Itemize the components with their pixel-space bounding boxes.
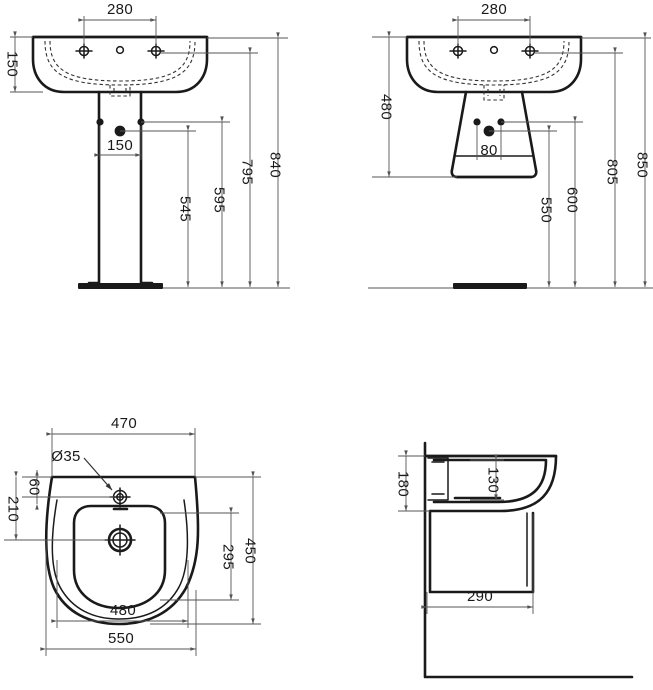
basin-side-profile-outer [423,454,558,513]
dimlabel-840: 840 [267,152,284,178]
dimlabel-470: 470 [111,415,137,432]
view-plan: 470 Ø35 60 210 295 450 480 550 [4,415,261,656]
dimlabel-210: 210 [5,496,22,522]
view-side-section: 180 130 290 [395,441,634,679]
bowl-plan-outline [72,504,167,610]
basin-outline-front [31,35,209,94]
overflow-hole-front [115,45,125,55]
dimlabel-130: 130 [485,467,502,493]
dimlabel-480v: 480 [378,94,395,120]
dimlabel-180: 180 [395,471,412,497]
bowl-hidden-contour-semi [418,40,570,86]
dimlabel-d35: Ø35 [51,448,80,465]
dimlabel-805: 805 [604,159,621,185]
dimlabel-280a: 280 [107,1,133,18]
dimlabel-480h: 480 [110,602,136,619]
tap-hole-left-semi [449,43,467,59]
dimlabel-850: 850 [634,152,651,178]
bowl-hidden-contour-semi-inner [423,40,565,82]
basin-side-profile-inner [432,458,548,504]
dimlabel-545: 545 [177,196,194,222]
supply-point-left [96,118,104,126]
waste-fitting-hidden [109,85,131,97]
tap-hole-left-front [75,43,93,59]
wall-and-floor-line [423,441,634,679]
dimlabel-290: 290 [467,588,493,605]
dimlabel-600: 600 [564,187,581,213]
dimlabel-795: 795 [239,159,256,185]
tap-hole-right-semi [521,43,539,59]
bowl-hidden-contour [44,40,196,86]
dimlabel-150h: 150 [107,137,133,154]
dimlabel-150v: 150 [4,51,21,77]
dimlabel-295: 295 [220,544,237,570]
tap-hole-right-front [147,43,165,59]
waste-fitting-hidden-2 [113,88,127,93]
basin-outline-semi [405,35,583,94]
bowl-hidden-contour-inner [49,40,191,82]
view-front-pedestal: 280 150 150 545 595 795 840 [4,1,290,289]
basin-plan-outline [44,475,200,626]
waste-outlet-plan [104,524,136,556]
dimlabel-595: 595 [211,187,228,213]
dimlabel-280b: 280 [481,1,507,18]
wall-fixing-detail [427,457,449,501]
wall-fixing-detail-2 [431,461,445,495]
dimlabel-80: 80 [480,142,497,159]
pedestal-base [78,283,163,289]
waste-fitting-hidden-semi [483,85,505,101]
dimlabel-60: 60 [26,478,43,495]
dimlabel-550h: 550 [108,630,134,647]
supply-point-left-semi [473,118,481,126]
dimlabel-550v: 550 [538,197,555,223]
dimlabel-450: 450 [242,538,259,564]
leader-line-d35 [83,457,113,491]
waste-fitting-hidden-semi-2 [487,89,501,96]
view-front-semipedestal: 280 480 80 550 600 805 850 [368,1,653,289]
overflow-hole-semi [489,45,499,55]
floor-slab-semi [453,283,527,289]
basin-plan-rim-offset [51,499,189,620]
